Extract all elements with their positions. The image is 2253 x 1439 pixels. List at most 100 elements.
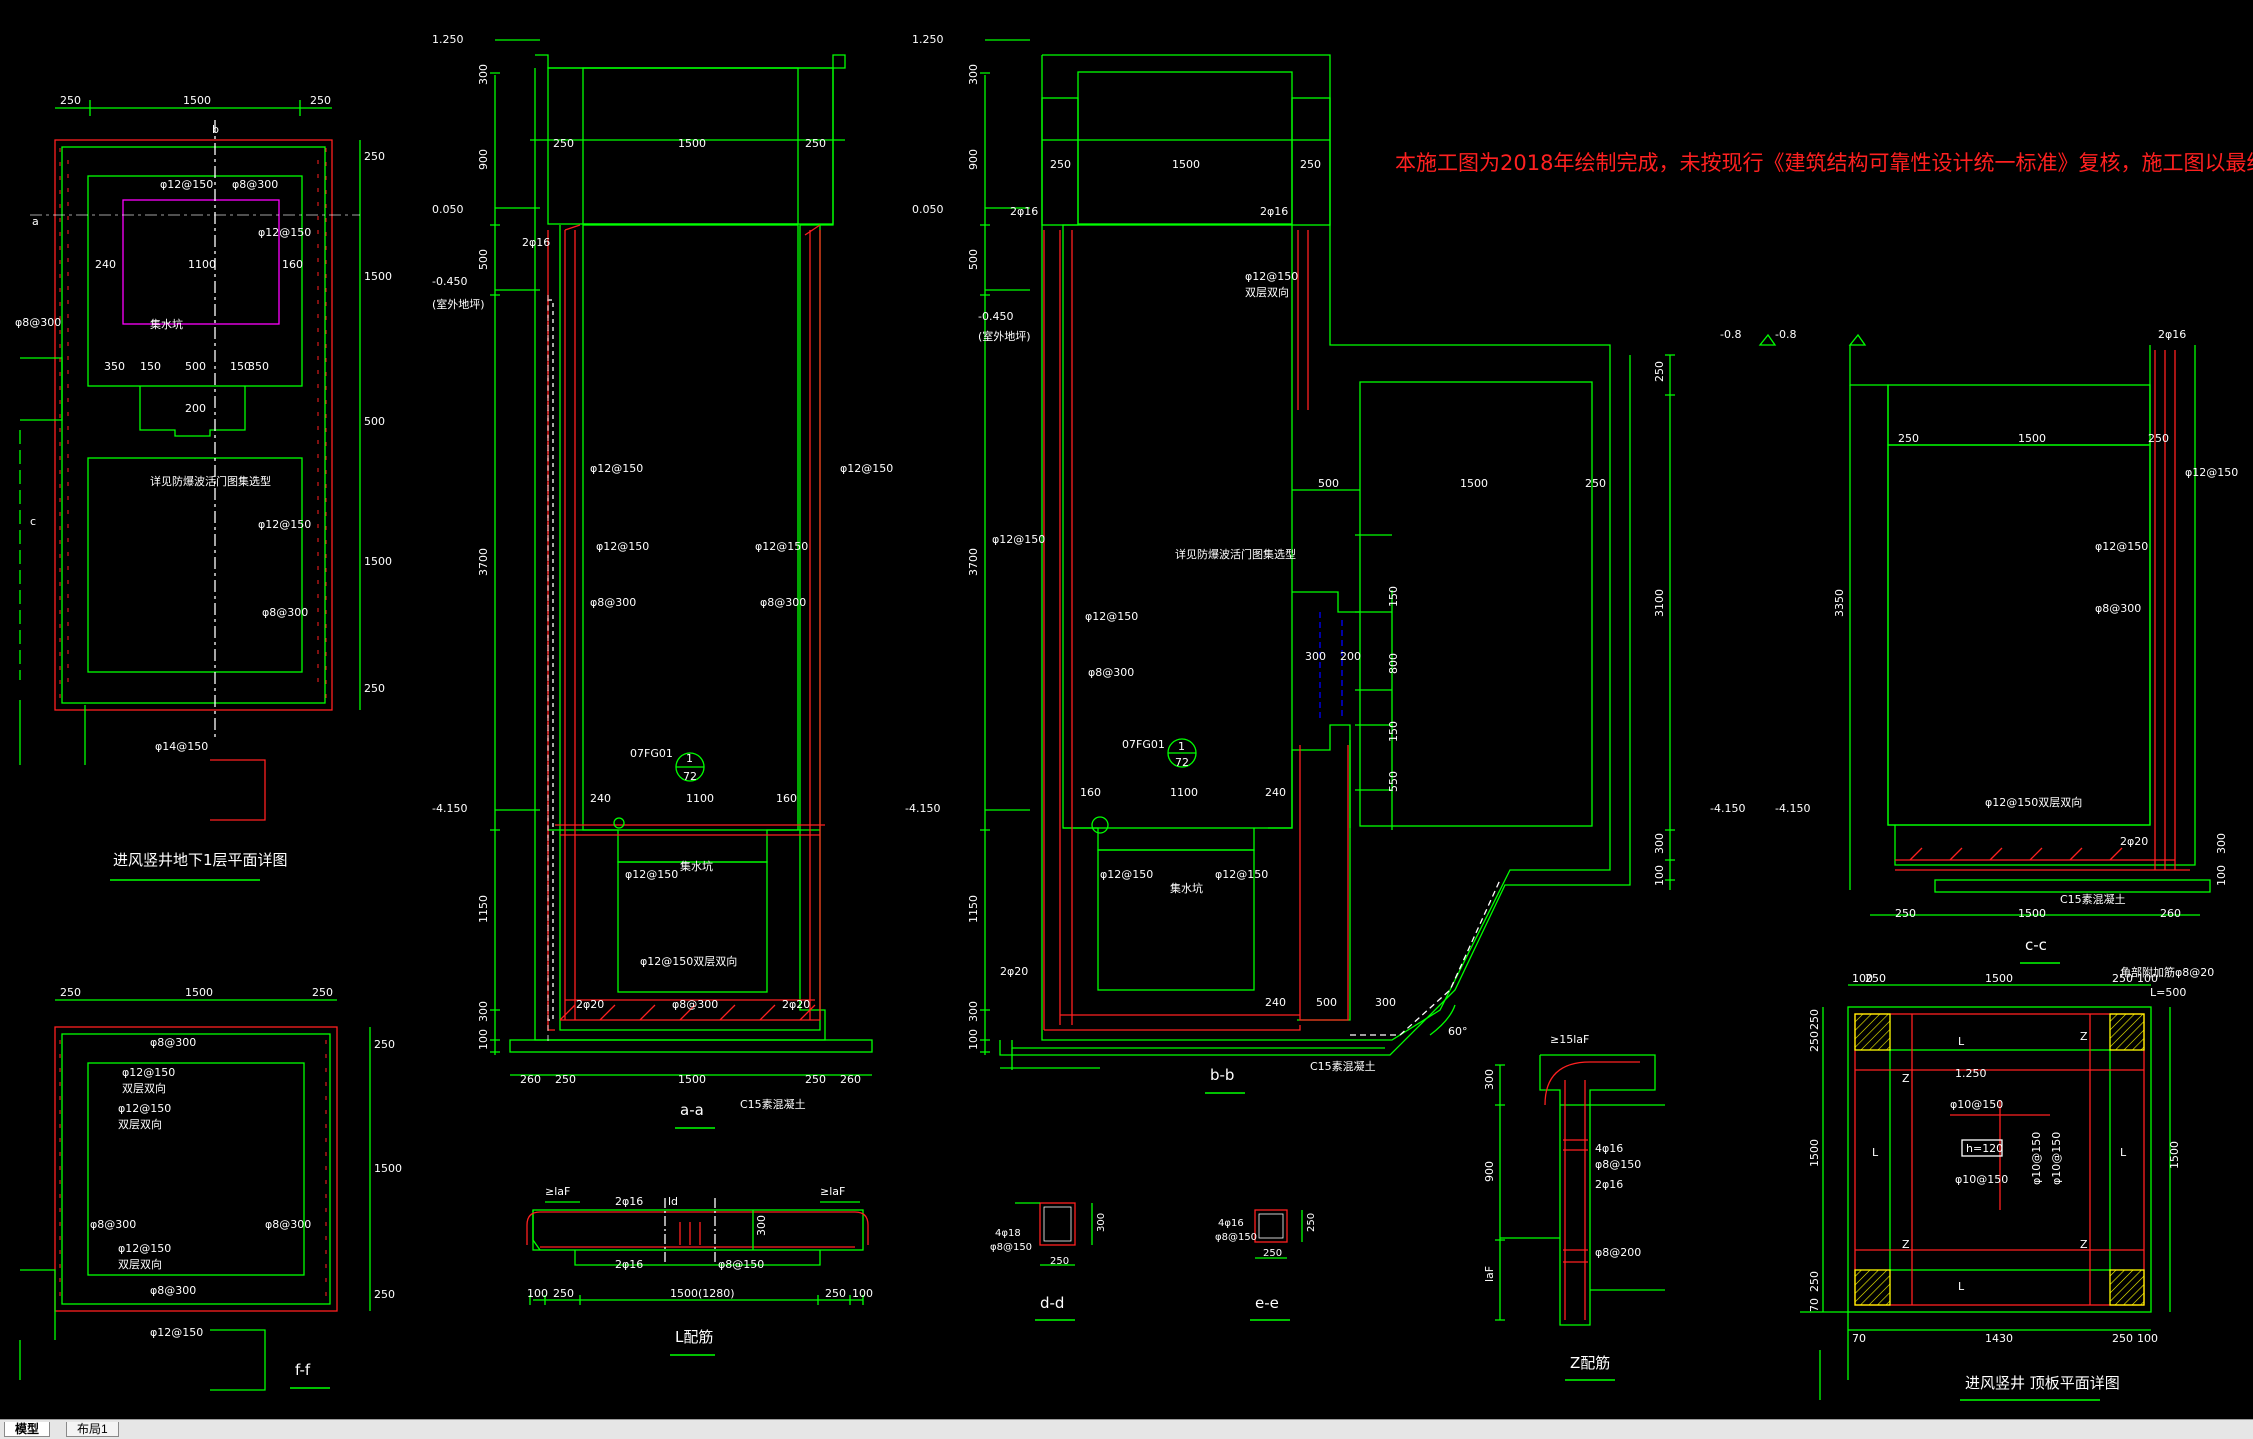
tab-layout1[interactable]: 布局1 [66,1422,119,1437]
section-b-dim-left: 500 [967,249,980,270]
section-b-dim-left: 300 [967,1001,980,1022]
section-b-elev: -0.450 [978,310,1013,323]
section-b-label-concrete: C15素混凝土 [1310,1059,1376,1073]
section-a-title: a-a [680,1101,704,1119]
plan-b1-inner-dim: 240 [95,258,116,271]
section-a-rebar: 2φ16 [522,236,550,249]
roof-label-column: Z [1902,1238,1910,1251]
section-b-dim-left: 1150 [967,895,980,923]
section-a-inner-dim: 160 [776,792,797,805]
roof-dim-top: 100 [2137,972,2158,985]
section-b-inner-dim: 250 [1050,158,1071,171]
section-b-elev: 0.050 [912,203,944,216]
roof-dim-top: 100 [1852,972,1873,985]
roof-dim-bottom: 1430 [1985,1332,2013,1345]
section-b-inner-dim: 1500 [1172,158,1200,171]
section-c-label-concrete: C15素混凝土 [2060,892,2126,906]
plan-b1-view [19,100,361,821]
section-c-elev: -0.8 [1775,328,1796,341]
section-b-inner-dim: 200 [1340,650,1361,663]
section-c-elev: -4.150 [1775,802,1810,815]
plan-f-dim-top-3: 250 [312,986,333,999]
section-a-rebar: φ12@150 [590,462,643,475]
section-b-rebar: φ8@300 [1088,666,1134,679]
roof-dim-top: 1500 [1985,972,2013,985]
section-a-elev: 1.250 [432,33,464,46]
plan-f-rebar: 双层双向 [118,1117,162,1131]
section-mark-a: a [32,215,39,228]
section-b-inner-dim: 150 [1387,586,1400,607]
section-c-dim-left2: 300 [2215,833,2228,854]
section-c-rebar: φ12@150 [2185,466,2238,479]
section-a-rebar: φ12@150 [755,540,808,553]
plan-f-dim-top-2: 1500 [185,986,213,999]
section-b-rebar: φ12@150 [1215,868,1268,881]
plan-b1-inner-dim: 350 [104,360,125,373]
section-c-dim-left: 250 [1653,361,1666,382]
section-c-dim-bottom: 1500 [2018,907,2046,920]
column-z-label: laF [1483,1266,1496,1282]
beam-l-label: 300 [755,1215,768,1236]
section-b-inner-dim: 240 [1265,996,1286,1009]
roof-dim-bottom: 250 [2112,1332,2133,1345]
section-b-elev: (室外地坪) [978,329,1031,343]
section-b-inner-dim: 300 [1305,650,1326,663]
section-c-rebar: φ12@150 [2095,540,2148,553]
section-d-dim: 250 [1050,1256,1069,1267]
roof-label-beam: L [1958,1035,1965,1048]
roof-dim-top: 250 [1865,972,1886,985]
section-a-rebar: φ12@150 [596,540,649,553]
plan-b1-inner-dim: 200 [185,402,206,415]
section-a-detail-page: 72 [683,770,697,783]
section-a-rebar: φ12@150双层双向 [640,954,737,968]
section-c-inner-dim: 250 [1898,432,1919,445]
plan-f-dim-right-2: 1500 [374,1162,402,1175]
roof-label-elev: 1.250 [1955,1067,1987,1080]
section-c-rebar: φ8@300 [2095,602,2141,615]
plan-f-rebar: φ12@150 [150,1326,203,1339]
section-b-rebar: φ12@150 [1085,610,1138,623]
roof-dim-top: 250 [2112,972,2133,985]
section-b-rebar: 2φ16 [1010,205,1038,218]
section-b-dim-left: 100 [967,1029,980,1050]
roof-dim-bottom: 100 [2137,1332,2158,1345]
section-a-rebar: φ8@300 [590,596,636,609]
roof-rebar: φ10@150 [2050,1132,2063,1185]
plan-b1-dim-right-3: 500 [364,415,385,428]
section-b-view [980,39,1631,1070]
section-c-dim-left: 3100 [1653,589,1666,617]
section-c-dim-left2: 100 [2215,865,2228,886]
plan-b1-rebar: φ8@300 [232,178,278,191]
column-z-view [1495,1054,1665,1326]
section-a-rebar: φ8@300 [760,596,806,609]
plan-f-title: f-f [295,1361,311,1379]
section-b-inner-dim: 300 [1375,996,1396,1009]
section-b-detail-num: 1 [1178,740,1185,753]
plan-b1-label-pit: 集水坑 [150,317,183,331]
section-a-inner-dim: 250 [553,137,574,150]
roof-label-column: Z [2080,1238,2088,1251]
plan-b1-inner-dim: 150 [230,360,251,373]
tab-model[interactable]: 模型 [4,1422,51,1437]
section-c-elev: -0.8 [1720,328,1741,341]
plan-b1-rebar: φ12@150 [258,518,311,531]
roof-plan-title: 进风竖井 顶板平面详图 [1965,1374,2120,1392]
section-b-inner-dim: 250 [1585,477,1606,490]
section-a-label-pit: 集水坑 [680,859,713,873]
section-b-rebar: φ12@150 [1245,270,1298,283]
section-b-dim-left: 3700 [967,548,980,576]
section-c-rebar: φ12@150双层双向 [1985,795,2082,809]
plan-b1-dim-right-2: 1500 [364,270,392,283]
plan-b1-rebar: φ8@300 [262,606,308,619]
plan-b1-dim-right-4: 1500 [364,555,392,568]
beam-l-view [526,1198,869,1305]
section-a-inner-dim: 240 [590,792,611,805]
section-a-rebar: φ8@300 [672,998,718,1011]
section-e-rebar: φ8@150 [1215,1232,1257,1243]
roof-label-length: L=500 [2150,986,2186,999]
section-c-rebar: 2φ16 [2158,328,2186,341]
plan-b1-inner-dim: 500 [185,360,206,373]
plan-f-dim-right-1: 250 [374,1038,395,1051]
section-b-rebar: 2φ20 [1000,965,1028,978]
